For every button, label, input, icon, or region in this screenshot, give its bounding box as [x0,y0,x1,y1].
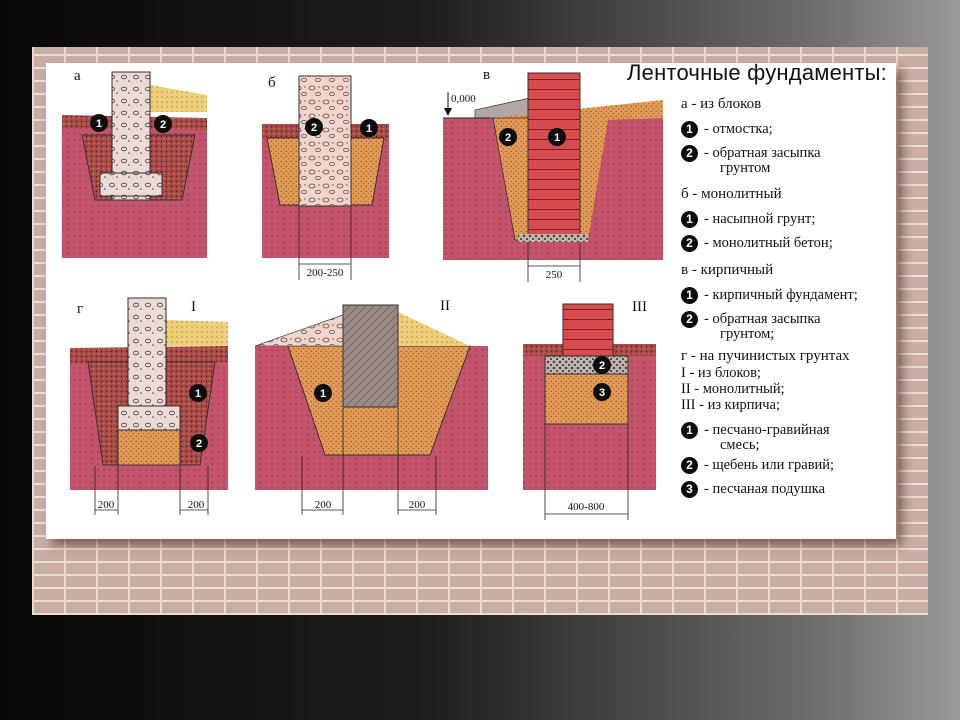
marker-g3-3: 3 [593,383,611,401]
svg-text:1: 1 [195,388,201,400]
legend-v-item-1: 1- кирпичный фундамент; [681,287,858,304]
blind-area-fill [150,85,207,112]
zero-level-mark: 0,000 [451,93,476,105]
marker-v-1: 1 [548,128,566,146]
legend-g-item-3: 3- песчаная подушка [681,481,825,498]
diagram-v-brick-foundation [443,72,663,282]
badge-1: 1 [681,287,698,304]
legend-g-sub-2: II - монолитный; [681,381,785,397]
diagram-g3-brick-heaving [523,303,656,520]
marker-b-1: 1 [360,119,378,137]
page-title: Ленточные фундаменты: [627,60,887,85]
section-b-letter: б [268,75,276,91]
legend-b-heading: б - монолитный [681,186,782,202]
gravel-layer [544,355,629,375]
legend-v-item-2-cont: грунтом; [720,326,775,342]
legend-a-item-2-cont: грунтом [720,160,771,176]
section-g-letter: г [77,301,83,317]
legend-b-item-1: 1- насыпной грунт; [681,211,815,228]
badge-1: 1 [681,211,698,228]
block-column [127,297,167,407]
marker-b-2: 2 [305,118,323,136]
svg-text:3: 3 [599,387,605,399]
marker-v-2: 2 [499,128,517,146]
sand-cushion [544,373,629,425]
legend-v-heading: в - кирпичный [681,262,774,278]
badge-2: 2 [681,145,698,162]
marker-g3-2: 2 [593,356,611,374]
svg-text:2: 2 [160,119,166,131]
marker-g1-1: 1 [189,384,207,402]
badge-1: 1 [681,121,698,138]
roman-iii-label: III [632,299,647,315]
dim-g1-right: 200 [188,499,205,511]
svg-text:1: 1 [320,388,326,400]
blind-area [254,314,344,347]
blind-area-fill [165,320,228,346]
diagram-b-monolithic-foundation [262,75,389,280]
diagram-g2-monolithic-heaving [254,304,488,515]
legend-g-sub-1: I - из блоков; [681,365,761,381]
legend-g-heading: г - на пучинистых грунтах [681,348,850,364]
marker-g1-2: 2 [190,434,208,452]
monolithic-concrete [342,304,399,408]
svg-text:1: 1 [554,132,560,144]
legend-g-sub-3: III - из кирпича; [681,397,781,413]
dim-g1-left: 200 [98,499,115,511]
legend-a-item-1: 1- отмостка; [681,121,773,138]
section-a-letter: а [74,68,81,84]
svg-text:2: 2 [599,360,605,372]
legend-g-item-2: 2- щебень или гравий; [681,457,834,474]
marker-a-2: 2 [154,115,172,133]
brick-wall [562,303,614,357]
badge-2: 2 [681,235,698,252]
legend-g-item-1-cont: смесь; [720,437,760,453]
legend-a-item-2: 2- обратная засыпка [681,145,821,162]
backfill-top [398,312,470,346]
badge-1: 1 [681,422,698,439]
legend-v-item-2: 2- обратная засыпка [681,311,821,328]
badge-3: 3 [681,481,698,498]
sand-gravel-mix [117,429,181,466]
badge-2: 2 [681,311,698,328]
svg-text:2: 2 [196,438,202,450]
roman-i-label: I [191,299,196,315]
dim-g2-left: 200 [315,499,332,511]
gravel-base [518,234,588,242]
monolithic-concrete [298,75,352,207]
dim-v-width: 250 [546,269,563,281]
badge-2: 2 [681,457,698,474]
svg-text:1: 1 [96,118,102,130]
diagram-a-block-foundation [62,71,207,258]
legend-g-item-1: 1- песчано-гравийная [681,422,830,439]
footing-block [117,405,181,431]
legend-b-item-2: 2- монолитный бетон; [681,235,833,252]
brick-wall [527,72,581,242]
roman-ii-label: II [440,298,450,314]
dim-g3-width: 400-800 [568,501,605,513]
dim-b-width: 200-250 [307,267,344,279]
dim-g2-right: 200 [409,499,426,511]
svg-text:2: 2 [311,122,317,134]
legend-a-heading: а - из блоков [681,96,762,112]
diagram-g1-blocks-heaving [70,297,228,515]
marker-a-1: 1 [90,114,108,132]
footing-block [99,172,163,197]
svg-text:1: 1 [366,123,372,135]
marker-g2-1: 1 [314,384,332,402]
section-v-letter: в [483,67,490,83]
svg-text:2: 2 [505,132,511,144]
